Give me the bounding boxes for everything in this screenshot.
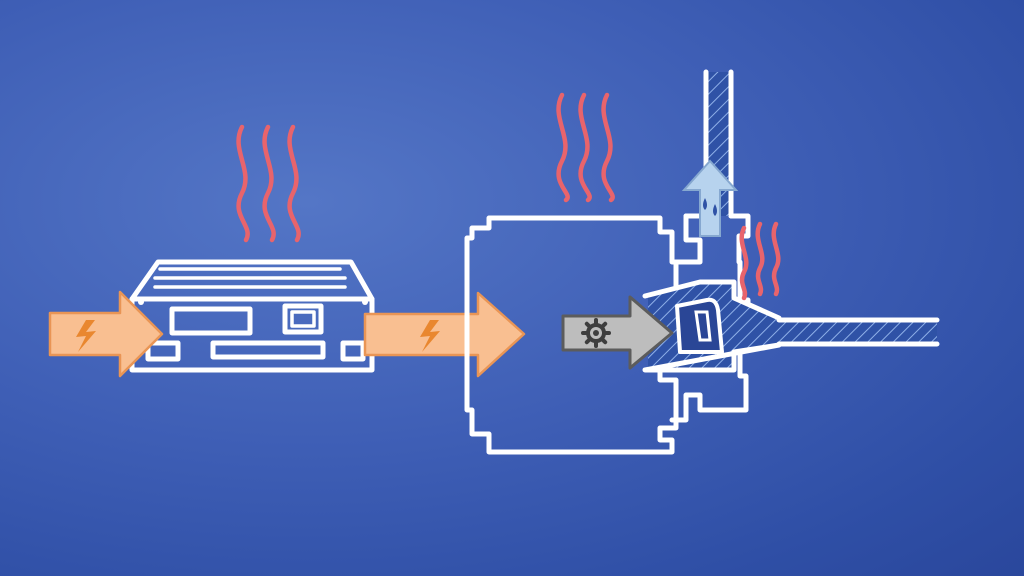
water-drops-icon	[703, 198, 707, 210]
pump	[642, 69, 940, 423]
screw-icon	[138, 299, 144, 305]
lightning-icon	[420, 320, 440, 352]
electric-input-arrow	[48, 290, 164, 378]
heat-waves-motor	[556, 92, 615, 203]
screw-icon	[362, 299, 368, 305]
impeller	[675, 297, 724, 354]
mechanical-arrow	[561, 295, 674, 370]
lightning-icon	[76, 320, 96, 352]
water-arrow	[681, 159, 739, 237]
heat-waves-pump	[739, 221, 781, 301]
gear-icon	[581, 318, 611, 348]
electric-transfer-arrow	[363, 291, 526, 378]
power-supply	[129, 259, 375, 373]
pump-shaft	[779, 320, 937, 344]
heat-waves-power-supply	[236, 124, 301, 243]
